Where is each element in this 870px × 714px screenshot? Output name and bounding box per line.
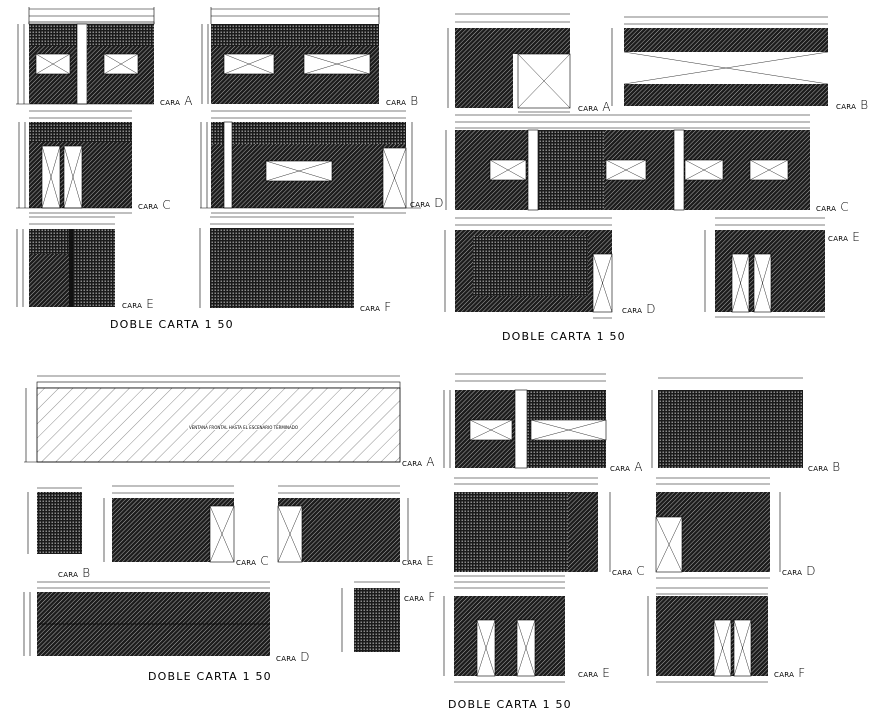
wall-note: VENTANA FRONTAL HASTA EL ESCENARIO TERMI…	[188, 425, 299, 430]
elevation-drawing	[651, 377, 803, 468]
elevation-drawing	[24, 375, 401, 463]
elevation-drawing	[103, 485, 235, 563]
elevation-drawing	[16, 110, 132, 214]
elevation-drawing	[647, 587, 768, 683]
elevation-drawing	[655, 477, 781, 579]
elevation-drawing	[445, 114, 810, 211]
scale-caption: DOBLE CARTA 1 50	[448, 698, 572, 711]
elevation-drawing	[443, 373, 607, 469]
elevation-drawing	[611, 16, 829, 106]
elevation-drawing	[201, 7, 380, 104]
elevation-g3-cara-a: VENTANA FRONTAL HASTA EL ESCENARIO TERMI…	[20, 370, 440, 469]
scale-caption: DOBLE CARTA 1 50	[110, 318, 234, 331]
scale-caption: DOBLE CARTA 1 50	[502, 330, 626, 343]
elevation-drawing	[16, 216, 115, 307]
elevation-drawing	[199, 216, 354, 308]
scale-caption: DOBLE CARTA 1 50	[148, 670, 272, 683]
elevation-drawing	[341, 581, 400, 652]
elevation-drawing	[23, 581, 270, 656]
elevation-drawing	[704, 217, 825, 318]
elevation-drawing	[443, 581, 565, 683]
elevation-drawing	[200, 110, 421, 214]
elevation-drawing	[454, 477, 611, 577]
elevation-drawing	[16, 7, 155, 105]
elevation-drawing	[277, 485, 409, 563]
elevation-drawing	[27, 487, 82, 554]
elevation-drawing	[444, 217, 613, 319]
elevation-drawing	[447, 13, 571, 113]
